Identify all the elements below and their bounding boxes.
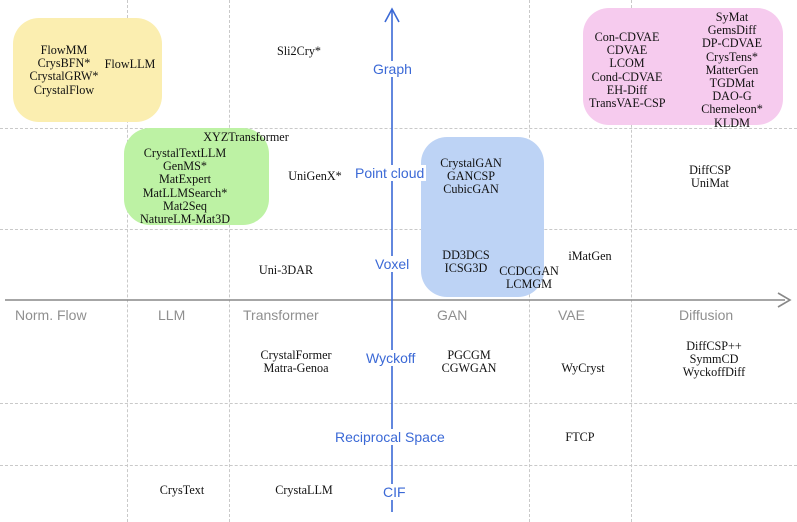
- method-label: NatureLM-Mat3D: [139, 212, 231, 227]
- method-label: KLDM: [714, 115, 750, 130]
- representation-label-point-cloud: Point cloud: [353, 165, 427, 181]
- yellow-group-box: [13, 18, 162, 122]
- method-label: CrystalTextLLM: [143, 146, 227, 160]
- category-label-transformer: Transformer: [243, 307, 319, 323]
- y-axis-arrowhead: [384, 7, 400, 23]
- method-label: CrystalFlow: [33, 82, 95, 97]
- grid-line-horizontal: [0, 403, 797, 404]
- method-label: FlowLLM: [104, 57, 156, 71]
- representation-label-wyckoff: Wyckoff: [364, 350, 418, 366]
- method-label: CrystalFormer: [260, 348, 332, 362]
- method-label: CCDCGAN: [499, 264, 559, 278]
- green-group-box: [124, 128, 269, 225]
- method-label: GemsDiff: [707, 23, 757, 38]
- method-list: CrysText: [152, 483, 212, 497]
- grid-line-vertical: [631, 0, 632, 522]
- method-label: CrysBFN*: [37, 56, 91, 71]
- representation-label-reciprocal-space: Reciprocal Space: [333, 429, 447, 445]
- method-label: UniMat: [691, 176, 729, 191]
- method-list: FTCP: [562, 430, 598, 444]
- method-label: XYZTransformer: [203, 130, 289, 144]
- method-label: SyMat: [715, 10, 749, 24]
- method-label: CGWGAN: [441, 361, 497, 376]
- category-label-norm-flow: Norm. Flow: [15, 307, 87, 323]
- method-label: GenMS*: [162, 159, 207, 174]
- method-list: Uni-3DAR: [252, 263, 320, 277]
- method-label: ICSG3D: [444, 261, 488, 276]
- method-label: DP-CDVAE: [701, 36, 763, 51]
- method-label: WyckoffDiff: [682, 365, 746, 380]
- method-label: TransVAE-CSP: [589, 96, 666, 111]
- method-label: CrystaLLM: [275, 483, 333, 497]
- category-label-diffusion: Diffusion: [679, 307, 734, 323]
- method-label: iMatGen: [568, 249, 612, 263]
- method-label: MatterGen: [705, 62, 759, 77]
- grid-line-horizontal: [0, 229, 797, 230]
- method-list: UniGenX*: [283, 169, 347, 183]
- pink-group-box: [583, 8, 783, 125]
- method-label: CDVAE: [606, 43, 648, 58]
- method-label: WyCryst: [561, 361, 605, 375]
- method-label: LCMGM: [505, 277, 553, 292]
- method-list: XYZTransformer: [196, 130, 296, 144]
- method-label: PGCGM: [447, 348, 491, 362]
- method-label: DiffCSP++: [686, 339, 742, 353]
- method-label: DD3DCS: [442, 248, 490, 262]
- method-label: CrystalGRW*: [29, 69, 99, 84]
- method-label: TGDMat: [709, 76, 755, 91]
- method-label: DiffCSP: [689, 163, 731, 177]
- method-label: MatExpert: [158, 172, 212, 187]
- method-label: GANCSP: [446, 169, 496, 184]
- method-label: Matra-Genoa: [263, 361, 329, 376]
- method-label: Mat2Seq: [162, 198, 207, 213]
- method-label: Cond-CDVAE: [591, 69, 663, 84]
- representation-label-graph: Graph: [371, 61, 414, 77]
- method-label: FTCP: [565, 430, 595, 444]
- method-label: FlowMM: [40, 43, 88, 57]
- category-label-gan: GAN: [437, 307, 468, 323]
- grid-line-vertical: [229, 0, 230, 522]
- method-list: WyCryst: [555, 361, 611, 375]
- method-label: MatLLMSearch*: [142, 185, 228, 200]
- blue-group-box: [421, 137, 544, 297]
- grid-line-vertical: [127, 0, 128, 522]
- method-label: SymmCD: [689, 352, 739, 367]
- method-label: Chemeleon*: [701, 102, 763, 117]
- grid-line-horizontal: [0, 128, 797, 129]
- method-list: Sli2Cry*: [268, 44, 330, 58]
- method-label: Sli2Cry*: [276, 44, 322, 58]
- method-label: CrystalGAN: [440, 156, 502, 170]
- method-label: CrysTens*: [706, 49, 758, 64]
- method-label: CubicGAN: [443, 182, 499, 197]
- method-label: DAO-G: [712, 89, 752, 104]
- category-label-llm: LLM: [158, 307, 186, 323]
- category-label-vae: VAE: [558, 307, 585, 323]
- x-axis-arrowhead: [777, 292, 792, 308]
- method-label: EH-Diff: [606, 82, 648, 97]
- grid-line-horizontal: [0, 465, 797, 466]
- method-label: CrysText: [159, 483, 205, 497]
- representation-label-voxel: Voxel: [373, 256, 412, 272]
- method-label: LCOM: [609, 56, 645, 71]
- method-label: Uni-3DAR: [258, 263, 314, 277]
- method-list: FlowLLM: [102, 57, 158, 71]
- method-label: Con-CDVAE: [594, 30, 660, 44]
- method-label: UniGenX*: [288, 169, 342, 183]
- method-list: CrystaLLM: [270, 483, 338, 497]
- method-list: iMatGen: [562, 249, 618, 263]
- representation-label-cif: CIF: [381, 484, 408, 500]
